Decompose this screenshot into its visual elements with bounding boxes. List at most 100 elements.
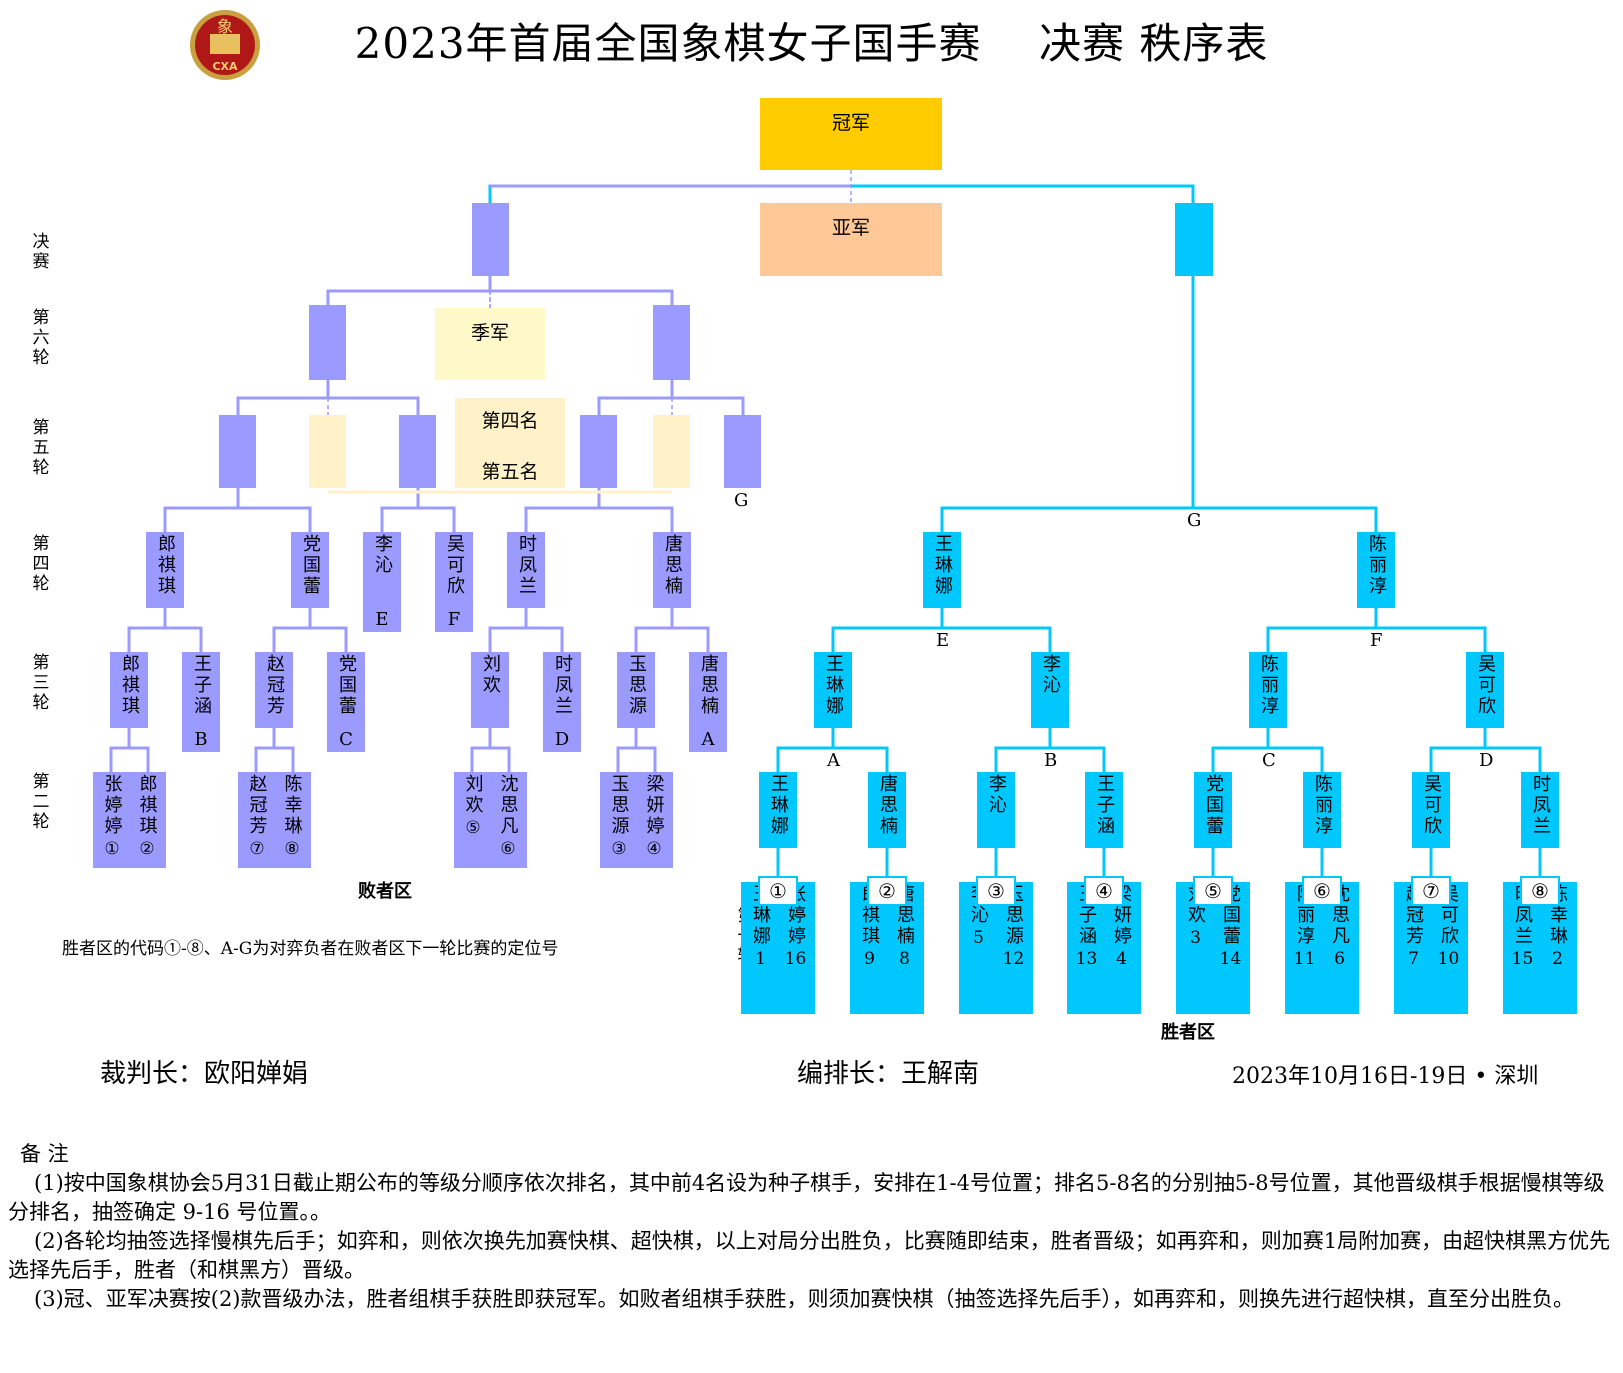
notes-heading: 备 注 bbox=[20, 1142, 69, 1166]
loser-r6-box bbox=[653, 305, 690, 380]
bracket-line bbox=[616, 746, 657, 772]
round-label: 第四轮 bbox=[28, 534, 49, 601]
position-code: F bbox=[447, 609, 461, 630]
bracket-line bbox=[109, 746, 150, 772]
winner-r3-box: 吴可欣 bbox=[1466, 652, 1504, 728]
player-name: 李沁 bbox=[372, 534, 393, 576]
fifth-place: 第五名 bbox=[481, 461, 539, 483]
position-code: B bbox=[1044, 750, 1058, 771]
position-code: A bbox=[827, 750, 840, 771]
position-code: D bbox=[554, 729, 570, 750]
bracket-line bbox=[488, 626, 564, 652]
note-2: (2)各轮均抽签选择慢棋先后手；如弈和，则依次换先加赛快棋、超快棋，以上对局分出… bbox=[8, 1229, 1611, 1282]
player-name: 李沁 bbox=[1040, 654, 1061, 696]
round-label-text: 第四轮 bbox=[28, 534, 49, 594]
seed-code: ⑥ bbox=[1302, 876, 1342, 906]
position-code: C bbox=[339, 729, 353, 750]
player-name: 唐思楠 bbox=[877, 774, 898, 837]
player-number: 5 bbox=[973, 928, 984, 948]
loser-r3-box: 王子涵 B bbox=[182, 652, 220, 752]
player-number: 8 bbox=[899, 949, 910, 969]
seed-code: ③ bbox=[976, 876, 1016, 906]
loser-r5-box bbox=[399, 415, 436, 488]
notes: 备 注 (1)按中国象棋协会5月31日截止期公布的等级分顺序依次排名，其中前4名… bbox=[8, 1140, 1620, 1314]
seed-code: ① bbox=[758, 876, 798, 906]
winner-r2-box: 唐思楠 bbox=[868, 772, 906, 848]
loser-r4-box: 时凤兰 bbox=[507, 532, 545, 608]
bracket-lines bbox=[109, 170, 1542, 876]
player-name: 党国蕾 bbox=[336, 654, 357, 717]
position-code: C bbox=[1262, 750, 1276, 771]
position-code: E bbox=[936, 630, 950, 651]
winner-r3-box: 李沁 bbox=[1031, 652, 1069, 728]
player-name: 赵冠芳 bbox=[246, 774, 268, 837]
note-1: (1)按中国象棋协会5月31日截止期公布的等级分顺序依次排名，其中前4名设为种子… bbox=[8, 1171, 1605, 1224]
position-code: B bbox=[194, 729, 208, 750]
bracket-line bbox=[634, 626, 710, 652]
player-name: 王琳娜 bbox=[768, 774, 789, 837]
player-number: 12 bbox=[1002, 949, 1025, 969]
winner-r2-box: 王琳娜 bbox=[759, 772, 797, 848]
bracket-line bbox=[940, 506, 1378, 532]
winner-r2-box: 陈丽淳 bbox=[1303, 772, 1341, 848]
position-code: G bbox=[734, 490, 749, 511]
player-name: 郎祺琪 bbox=[119, 654, 140, 717]
seed-code: ④ bbox=[1084, 876, 1124, 906]
chief-referee: 裁判长：欧阳婵娟 bbox=[100, 1059, 309, 1089]
player-name: 郎祺琪 bbox=[155, 534, 176, 597]
loser-r3-box: 刘欢 bbox=[471, 652, 509, 728]
winner-r2-box: 李沁 bbox=[977, 772, 1015, 848]
player-name: 沈思凡 bbox=[497, 774, 519, 837]
seed-code: ② bbox=[867, 876, 907, 906]
fourth-fifth-box: 第四名第五名 bbox=[455, 398, 565, 488]
loser-r5-box bbox=[219, 415, 256, 488]
loser-r3-box: 赵冠芳 bbox=[255, 652, 293, 728]
loser-r4-box: 吴可欣 F bbox=[435, 532, 473, 632]
player-number: ④ bbox=[646, 839, 662, 859]
round-label-text: 第二轮 bbox=[28, 772, 49, 832]
date-place: 2023年10月16日-19日 • 深圳 bbox=[1232, 1064, 1539, 1089]
player-name: 李沁 bbox=[986, 774, 1007, 816]
player-name: 王子涵 bbox=[191, 654, 212, 717]
player-number: 3 bbox=[1190, 928, 1201, 948]
player-name: 刘欢 bbox=[462, 774, 484, 816]
svg-text:CXA: CXA bbox=[212, 60, 238, 73]
player-number: 15 bbox=[1511, 949, 1534, 969]
round-label-text: 第五轮 bbox=[28, 418, 49, 478]
loser-r5-box bbox=[653, 415, 690, 488]
loser-r3-box: 郎祺琪 bbox=[110, 652, 148, 728]
winner-final-box bbox=[1175, 203, 1213, 276]
round-label-text: 决赛 bbox=[28, 232, 49, 272]
winner-zone-label: 胜者区 bbox=[1161, 1022, 1215, 1043]
loser-r5-box bbox=[309, 415, 346, 488]
winner-r2-box: 王子涵 bbox=[1085, 772, 1123, 848]
loser-r4-box: 唐思楠 bbox=[653, 532, 691, 608]
player-number: ⑦ bbox=[249, 839, 265, 859]
legend-note: 胜者区的代码①-⑧、A-G为对弈负者在败者区下一轮比赛的定位号 bbox=[62, 939, 559, 959]
loser-r3-box: 玉思源 bbox=[617, 652, 655, 728]
player-name: 张婷婷 bbox=[101, 774, 123, 837]
bracket-line bbox=[380, 506, 456, 532]
player-number: 1 bbox=[755, 949, 766, 969]
player-number: 4 bbox=[1116, 949, 1127, 969]
position-code: F bbox=[1370, 630, 1383, 651]
fourth-place: 第四名 bbox=[481, 410, 539, 432]
winner-r2-box: 时凤兰 bbox=[1521, 772, 1559, 848]
player-name: 玉思源 bbox=[608, 774, 630, 837]
player-name: 玉思源 bbox=[626, 654, 647, 717]
player-name: 吴可欣 bbox=[444, 534, 465, 597]
winner-r4-box: 陈丽淳 bbox=[1357, 532, 1395, 608]
round-label: 第五轮 bbox=[28, 418, 49, 485]
